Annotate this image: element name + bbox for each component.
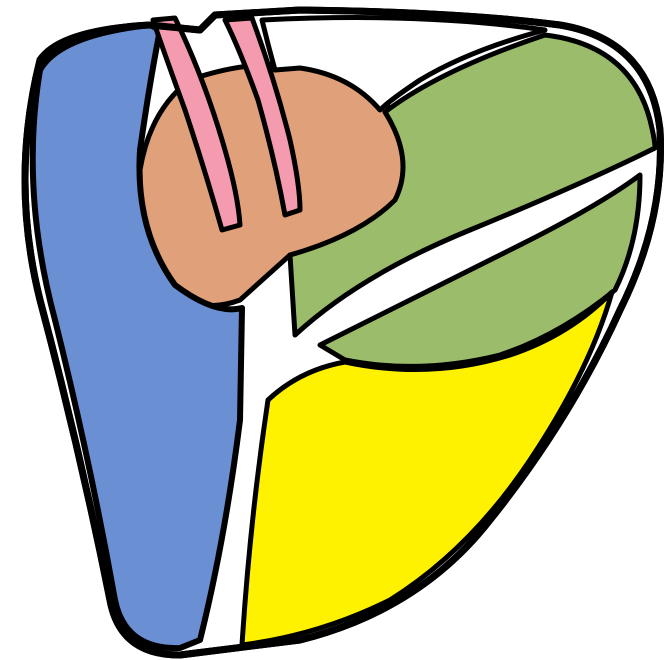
segmented-illustration <box>0 0 667 660</box>
diagram-canvas <box>0 0 667 660</box>
